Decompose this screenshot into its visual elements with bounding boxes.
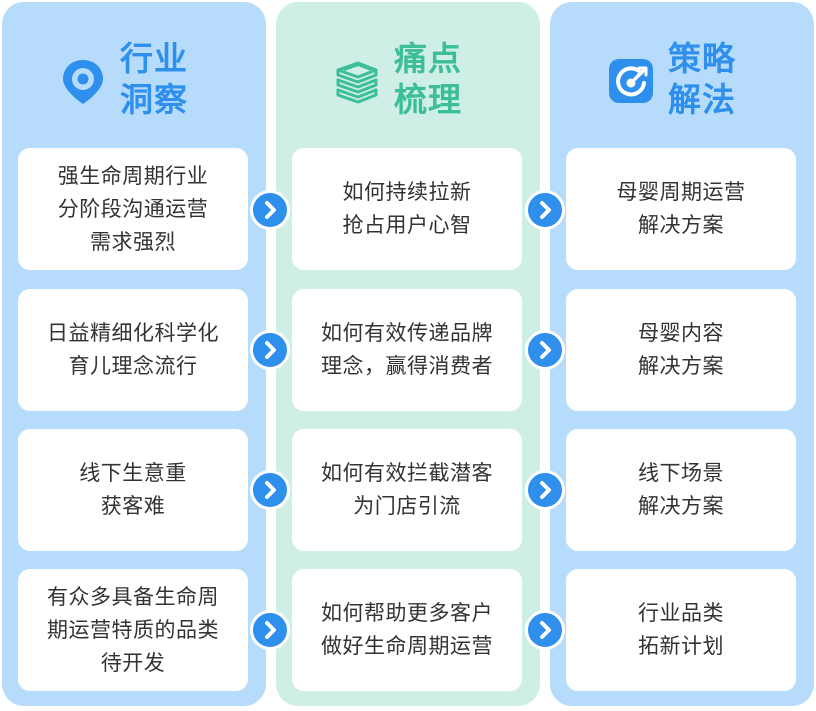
chevron-right-circle-icon [525, 610, 565, 650]
solution-card: 线下场景 解决方案 [566, 429, 796, 551]
target-refresh-icon [606, 56, 656, 106]
column-title-line1: 行业 [120, 39, 188, 78]
column-title: 痛点 梳理 [394, 38, 504, 120]
card-text: 日益精细化科学化 育儿理念流行 [47, 321, 219, 378]
column-title-line2: 解法 [668, 80, 736, 119]
pain-point-card: 如何持续拉新 抢占用户心智 [292, 148, 522, 270]
card-text: 行业品类 拓新计划 [638, 601, 724, 658]
insight-card: 日益精细化科学化 育儿理念流行 [18, 289, 248, 411]
insight-card: 有众多具备生命周 期运营特质的品类 待开发 [18, 569, 248, 691]
column-title-line2: 洞察 [120, 80, 188, 119]
column-strategy-solution: 策略 解法 母婴周期运营 解决方案 母婴内容 解决方案 线下场景 解决方案 行业… [550, 2, 814, 706]
column-header: 策略 解法 [550, 38, 814, 122]
chevron-right-circle-icon [250, 190, 290, 230]
card-text: 母婴周期运营 解决方案 [616, 180, 746, 237]
solution-card: 母婴内容 解决方案 [566, 289, 796, 411]
pain-point-card: 如何有效拦截潜客 为门店引流 [292, 429, 522, 551]
column-industry-insight: 行业 洞察 强生命周期行业 分阶段沟通运营 需求强烈 日益精细化科学化 育儿理念… [2, 2, 266, 706]
solution-card: 行业品类 拓新计划 [566, 569, 796, 691]
card-text: 有众多具备生命周 期运营特质的品类 待开发 [47, 584, 219, 675]
column-title: 策略 解法 [668, 38, 778, 120]
column-pain-points: 痛点 梳理 如何持续拉新 抢占用户心智 如何有效传递品牌 理念，赢得消费者 如何… [276, 2, 540, 706]
chevron-right-circle-icon [525, 470, 565, 510]
insight-card: 强生命周期行业 分阶段沟通运营 需求强烈 [18, 148, 248, 270]
card-text: 如何持续拉新 抢占用户心智 [342, 180, 472, 237]
stacked-layers-icon [332, 56, 382, 106]
chevron-right-circle-icon [250, 470, 290, 510]
chevron-right-circle-icon [525, 190, 565, 230]
column-header: 行业 洞察 [2, 38, 266, 122]
card-text: 强生命周期行业 分阶段沟通运营 需求强烈 [57, 163, 209, 254]
card-text: 如何帮助更多客户 做好生命周期运营 [321, 601, 493, 658]
column-title-line2: 梳理 [394, 80, 462, 119]
column-title-line1: 策略 [668, 39, 736, 78]
column-title: 行业 洞察 [120, 38, 230, 120]
pain-point-card: 如何有效传递品牌 理念，赢得消费者 [292, 289, 522, 411]
insight-card: 线下生意重 获客难 [18, 429, 248, 551]
card-text: 母婴内容 解决方案 [638, 321, 724, 378]
column-header: 痛点 梳理 [276, 38, 540, 122]
pain-point-card: 如何帮助更多客户 做好生命周期运营 [292, 569, 522, 691]
card-text: 如何有效拦截潜客 为门店引流 [321, 461, 493, 518]
chevron-right-circle-icon [250, 330, 290, 370]
column-title-line1: 痛点 [394, 39, 462, 78]
chevron-right-circle-icon [525, 330, 565, 370]
card-text: 如何有效传递品牌 理念，赢得消费者 [321, 321, 493, 378]
chevron-right-circle-icon [250, 610, 290, 650]
card-text: 线下场景 解决方案 [638, 461, 724, 518]
solution-card: 母婴周期运营 解决方案 [566, 148, 796, 270]
location-pin-icon [58, 56, 108, 106]
card-text: 线下生意重 获客难 [79, 461, 187, 518]
